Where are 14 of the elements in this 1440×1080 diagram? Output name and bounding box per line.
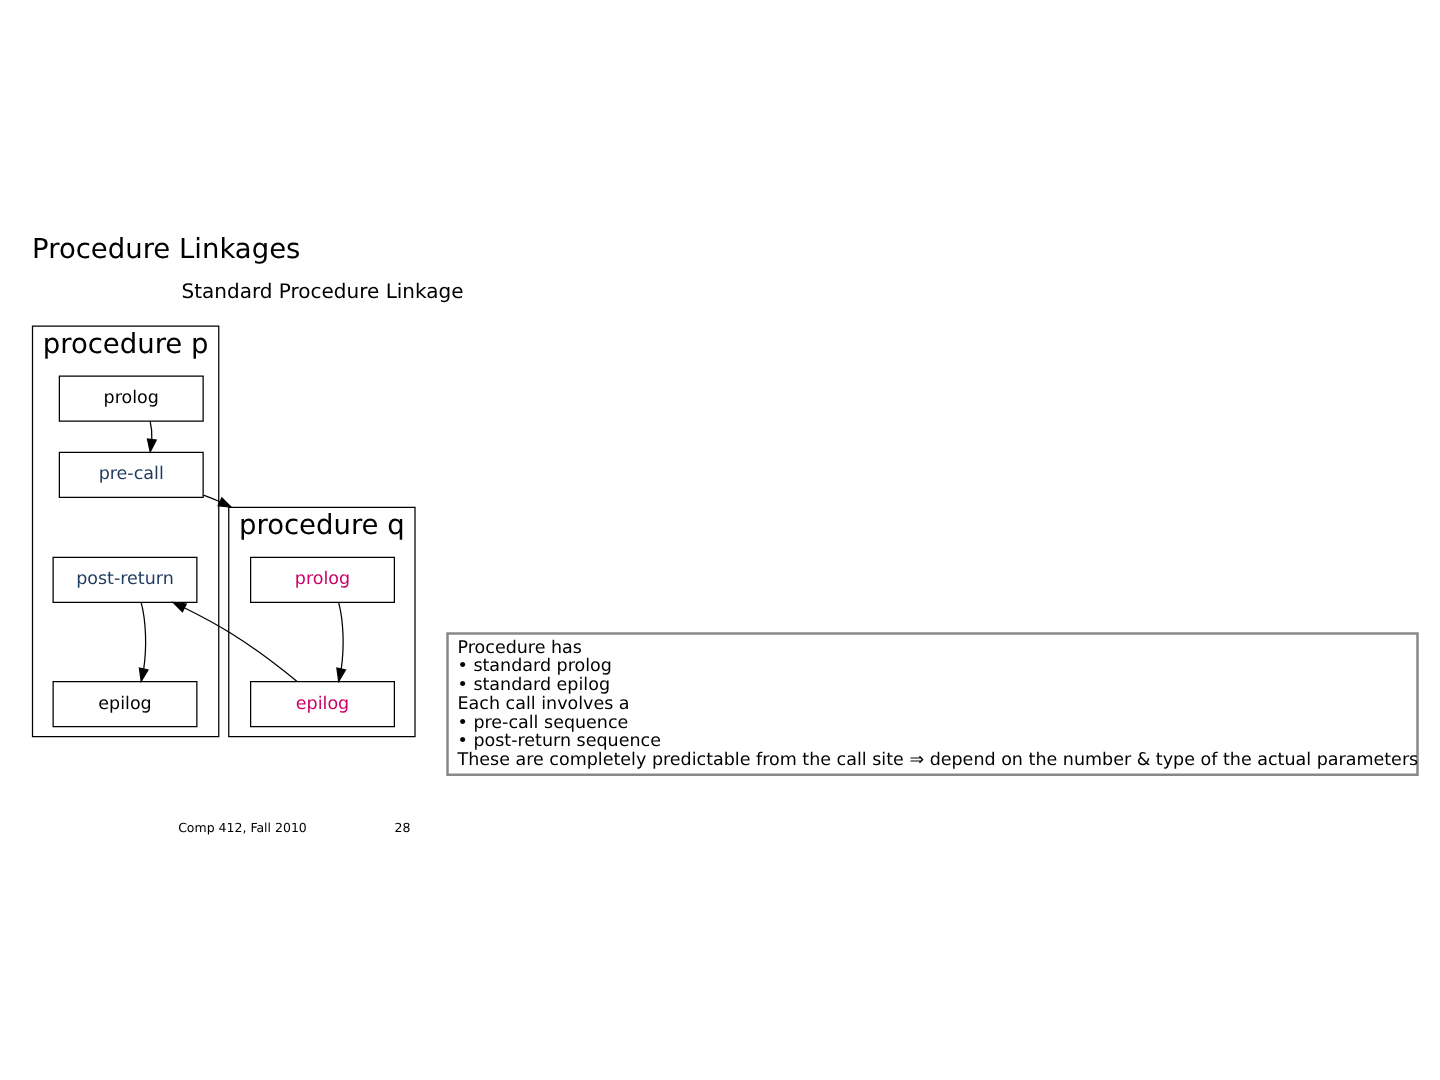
node-box: epilog [250,680,395,727]
arrow [171,600,298,682]
node-box: epilog [52,680,198,727]
diagram-title: Procedure Linkages [32,233,301,265]
arrow [138,601,149,683]
node-box: pre-call [58,450,204,497]
node-box: Procedure has • standard prolog • standard epilog Each call involves a • pre-call sequence • post-return sequence These are completely predictable from the call site ⇒ depend on the number & type of the actual parameters [446,631,1419,775]
node-box: prolog [250,555,395,602]
arrow [202,493,233,508]
node-box: prolog [58,374,204,421]
node-box: post-return [52,555,198,602]
arrow [146,419,158,453]
arrow [336,601,347,683]
label: Standard Procedure Linkage [181,281,464,304]
